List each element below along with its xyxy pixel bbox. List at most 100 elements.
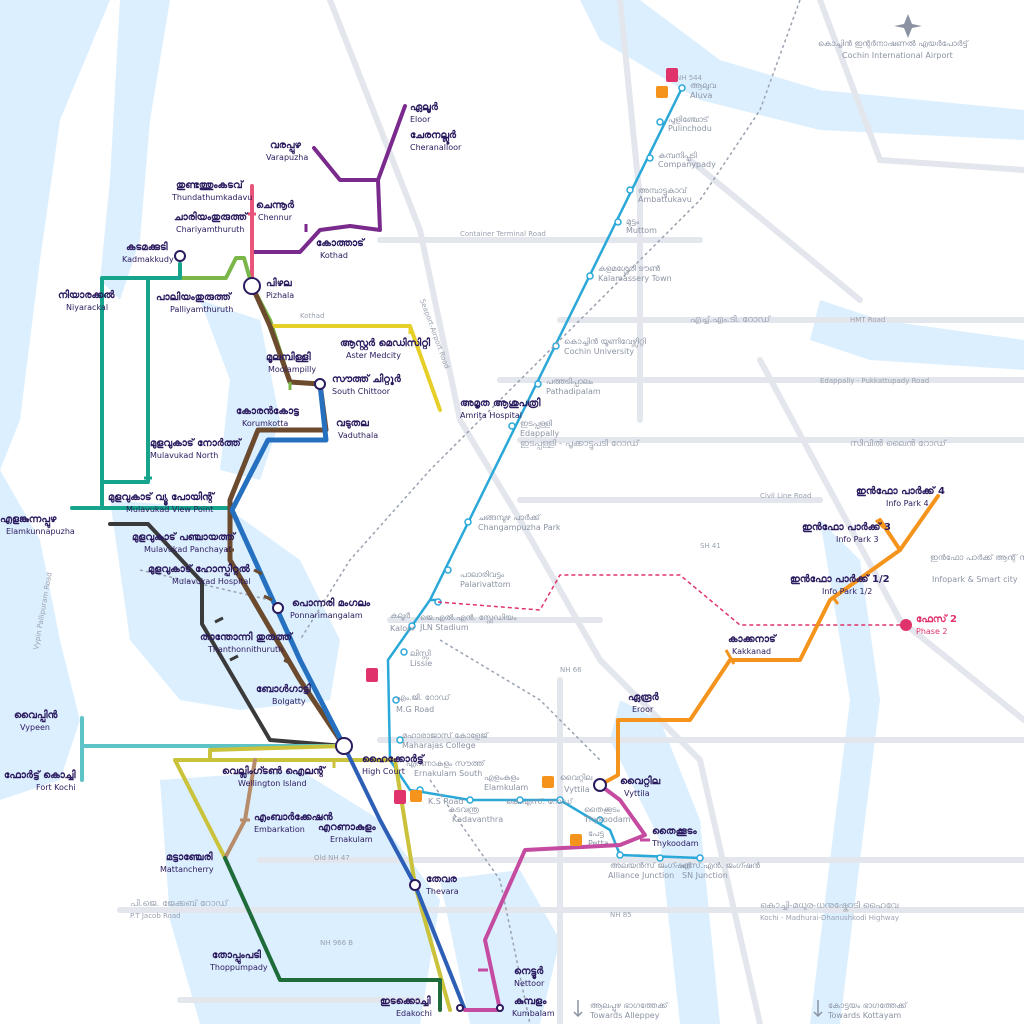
road-nh544: NH 544	[676, 74, 703, 82]
label-thanthonnithuruth-en: Thanthonnithuruth	[207, 645, 283, 654]
station-thevara[interactable]	[409, 879, 421, 891]
station-ponnarimangalam[interactable]	[272, 602, 284, 614]
route-olive-2	[208, 758, 452, 1012]
metro-elamkulam-en: Elamkulam	[484, 783, 529, 792]
label-palliyamthuruth-ml: പാലിയംതുരുത്ത്	[156, 290, 233, 303]
road-kmd-en: Kochi - Madhurai-Dhanushkodi Highway	[760, 914, 899, 922]
label-nettoor-ml: നെട്ടൂർ	[514, 965, 544, 980]
metro-changampuzha-ml: ചങ്ങമ്പുഴ പാർക്ക്	[478, 513, 541, 522]
station-pizhala[interactable]	[243, 277, 261, 295]
road-edappally-ml: ഇടപ്പള്ളി - പൂക്കാട്ടുപടി റോഡ്	[520, 438, 640, 451]
towards-markers: ആലപ്പുഴ ഭാഗത്തേക്ക് Towards Alleppey കോട…	[573, 1000, 908, 1020]
label-thundathumkadavu-ml: തുണ്ടത്തുംകടവ്	[176, 179, 245, 191]
metro-cusat-ml: കൊച്ചിൻ യൂണിവേഴ്സിറ്റി	[564, 337, 646, 347]
label-kadamakkudy-ml: കടമക്കുടി	[126, 240, 168, 253]
label-varapuzha-en: Varapuzha	[266, 153, 308, 162]
road-hmt-ml: എച്ച്.എം.ടി. റോഡ്	[690, 314, 771, 325]
label-infopark4-en: Info Park 4	[886, 499, 929, 508]
label-wellington-en: Wellington Island	[238, 779, 307, 788]
station-kumbalam-mark[interactable]	[496, 1004, 504, 1012]
label-mulavukadnorth-en: Mulavukad North	[150, 451, 218, 460]
label-mulavukadpanchayat-ml: മുളവുകാട് പഞ്ചായത്ത്	[132, 531, 237, 544]
metro-pathadipalam-en: Pathadipalam	[546, 387, 601, 396]
label-niyarackal-en: Niyarackal	[66, 303, 108, 312]
label-pizhala-ml: പിഴല	[266, 276, 292, 289]
road-edappally-en: Edappally - Pukkattupady Road	[820, 377, 929, 385]
metro-edappally-en: Edappally	[520, 429, 560, 438]
metro-company-en: Companypady	[658, 160, 716, 169]
label-vyttila-ml: വൈറ്റില	[620, 774, 661, 788]
route-magenta	[463, 783, 647, 1012]
towards-alleppey-ml: ആലപ്പുഴ ഭാഗത്തേക്ക്	[590, 1001, 669, 1013]
metro-aluva-ml: ആലുവ	[690, 81, 717, 90]
label-highcourt-en: High Court	[362, 767, 405, 776]
towards-alleppey-en: Towards Alleppey	[589, 1011, 660, 1020]
rail-lines	[139, 0, 801, 1024]
route-purple-varapuzha	[312, 146, 380, 182]
label-moolampilly-en: Moolampilly	[268, 365, 316, 374]
metro-kadavanthra-en: Kadavanthra	[452, 815, 503, 824]
periyar-river	[580, 0, 1024, 140]
metro-ekmsouth-en: Ernakulam South	[414, 769, 482, 778]
label-ernakulam-ml: എറണാകുളം	[318, 822, 376, 833]
metro-thykoodam-ml: തൈക്കൂടം	[584, 805, 620, 814]
label-ernakulam-en: Ernakulam	[330, 835, 373, 844]
phase2-en: Phase 2	[916, 627, 948, 636]
phase2-marker	[900, 619, 912, 631]
metro-petta-en: Petta	[588, 839, 609, 848]
label-kothad-ml: കോത്താട്	[316, 237, 366, 249]
metro-vyttila-ml: വൈറ്റില	[560, 773, 592, 783]
label-embarkation-en: Embarkation	[254, 825, 305, 834]
label-vypeen-en: Vypeen	[20, 723, 50, 732]
label-kumbalam-ml: കുമ്പളം	[514, 996, 547, 1007]
label-vaduthala-en: Vaduthala	[338, 431, 378, 440]
label-mulavukadhospital-en: Mulavukad Hospital	[172, 577, 251, 586]
route-purple	[250, 104, 407, 288]
label-mulavukadview-en: Mulavukad View Point	[126, 505, 213, 514]
label-korumkotta-en: Korumkotta	[242, 419, 288, 428]
label-kadamakkudy-en: Kadmakkudy	[122, 255, 174, 264]
kadambrayar	[810, 520, 880, 1024]
chitrapuzha	[810, 300, 1024, 370]
label-kakkanad-en: Kakkanad	[732, 647, 771, 656]
label-varapuzha-ml: വരപ്പുഴ	[270, 140, 301, 154]
route-orange-2	[878, 518, 902, 552]
airport-en: Cochin International Airport	[842, 51, 953, 60]
label-mattancherry-ml: മട്ടാഞ്ചേരി	[166, 850, 213, 863]
metro-company-ml: കമ്പനിപ്പടി	[658, 151, 697, 161]
label-edakochi-en: Edakochi	[396, 1009, 432, 1018]
train-icon	[366, 668, 378, 682]
station-vyttila[interactable]	[593, 778, 607, 792]
label-thundathumkadavu-en: Thundathumkadavu	[171, 193, 252, 202]
label-thoppumpady-ml: തോപ്പുംപടി	[212, 948, 262, 964]
metro-aluva-en: Aluva	[690, 91, 713, 100]
phase2-line	[437, 574, 906, 626]
label-thanthonnithuruth-ml: താന്തോന്നി തുരുത്ത്	[200, 630, 294, 643]
label-chennur-ml: ചെന്നൂർ	[256, 199, 295, 211]
north-channel	[100, 0, 170, 300]
road-pjjacob-en: P.T Jacob Road	[130, 912, 181, 920]
label-southchittoor-en: South Chittoor	[332, 387, 391, 396]
road-pjjacob-ml: പി.ജെ. ജേക്കബ് റോഡ്	[130, 898, 229, 909]
metro-palarivattom-ml: പാലാരിവട്ടം	[460, 570, 505, 579]
label-aster-ml: ആസ്റ്റർ മെഡിസിറ്റി	[340, 336, 431, 351]
metro-palarivattom-en: Palarivattom	[460, 580, 511, 589]
label-eroor-en: Eroor	[632, 705, 654, 714]
metro-stations	[392, 84, 704, 862]
station-edakochi-mark[interactable]	[456, 1004, 464, 1012]
station-kadamakkudy[interactable]	[174, 250, 186, 262]
water-routes	[70, 104, 940, 1012]
station-highcourt[interactable]	[335, 737, 353, 755]
metro-jln-en: JLN Stadium	[419, 623, 469, 632]
metro-vyttila-en: Vyttila	[564, 785, 590, 794]
road-hmt-en: HMT Road	[850, 316, 885, 324]
metro-edappally-ml: ഇടപ്പള്ളി	[520, 419, 552, 429]
roads	[117, 0, 1024, 1024]
arrow-down-icon	[813, 1000, 823, 1018]
route-darkgreen	[223, 856, 442, 1012]
metro-pulinchodu-ml: പുളിഞ്ചോട്	[668, 115, 709, 124]
label-thevara-en: Thevara	[425, 887, 459, 896]
station-southchittoor[interactable]	[314, 378, 326, 390]
metro-alliance-en: Alliance Junction	[608, 871, 674, 880]
